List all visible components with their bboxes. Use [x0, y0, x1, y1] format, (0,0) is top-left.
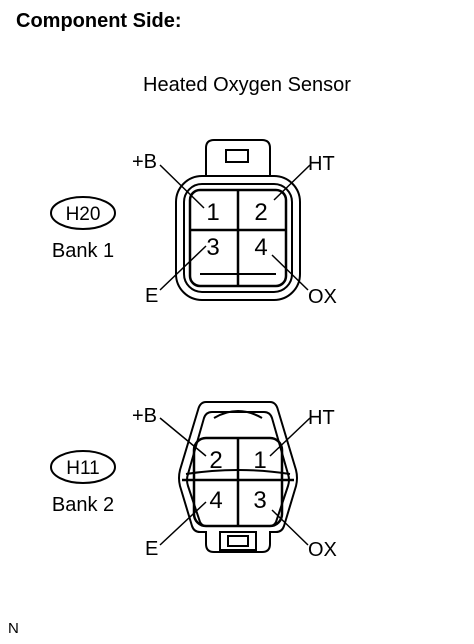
connector-code: H11: [66, 458, 99, 479]
bank-label: Bank 1: [52, 240, 114, 262]
connector-h11: [178, 401, 298, 553]
footer-code: N: [8, 620, 19, 637]
pin-label: 1: [206, 199, 219, 226]
pin-label: 3: [253, 487, 266, 514]
terminal-label: HT: [308, 407, 335, 429]
pin-label: 3: [206, 234, 219, 261]
page-heading: Component Side:: [16, 10, 182, 32]
terminal-label: +B: [132, 151, 157, 173]
terminal-label: E: [145, 538, 158, 560]
connector-code-badge: [50, 450, 116, 484]
terminal-label: HT: [308, 153, 335, 175]
bank-label: Bank 2: [52, 494, 114, 516]
diagram-subtitle: Heated Oxygen Sensor: [143, 74, 351, 96]
connector-code: H20: [66, 204, 101, 225]
connector-code-badge: [50, 196, 116, 230]
pin-label: 2: [254, 199, 267, 226]
terminal-label: OX: [308, 539, 337, 561]
connector-h20: [175, 139, 301, 301]
leader-lines: [159, 164, 311, 291]
terminal-label: E: [145, 285, 158, 307]
leader-lines: [159, 417, 311, 546]
terminal-label: OX: [308, 286, 337, 308]
terminal-label: +B: [132, 405, 157, 427]
pin-label: 1: [253, 447, 266, 474]
pin-label: 2: [209, 447, 222, 474]
pin-label: 4: [254, 234, 267, 261]
pin-label: 4: [209, 487, 222, 514]
